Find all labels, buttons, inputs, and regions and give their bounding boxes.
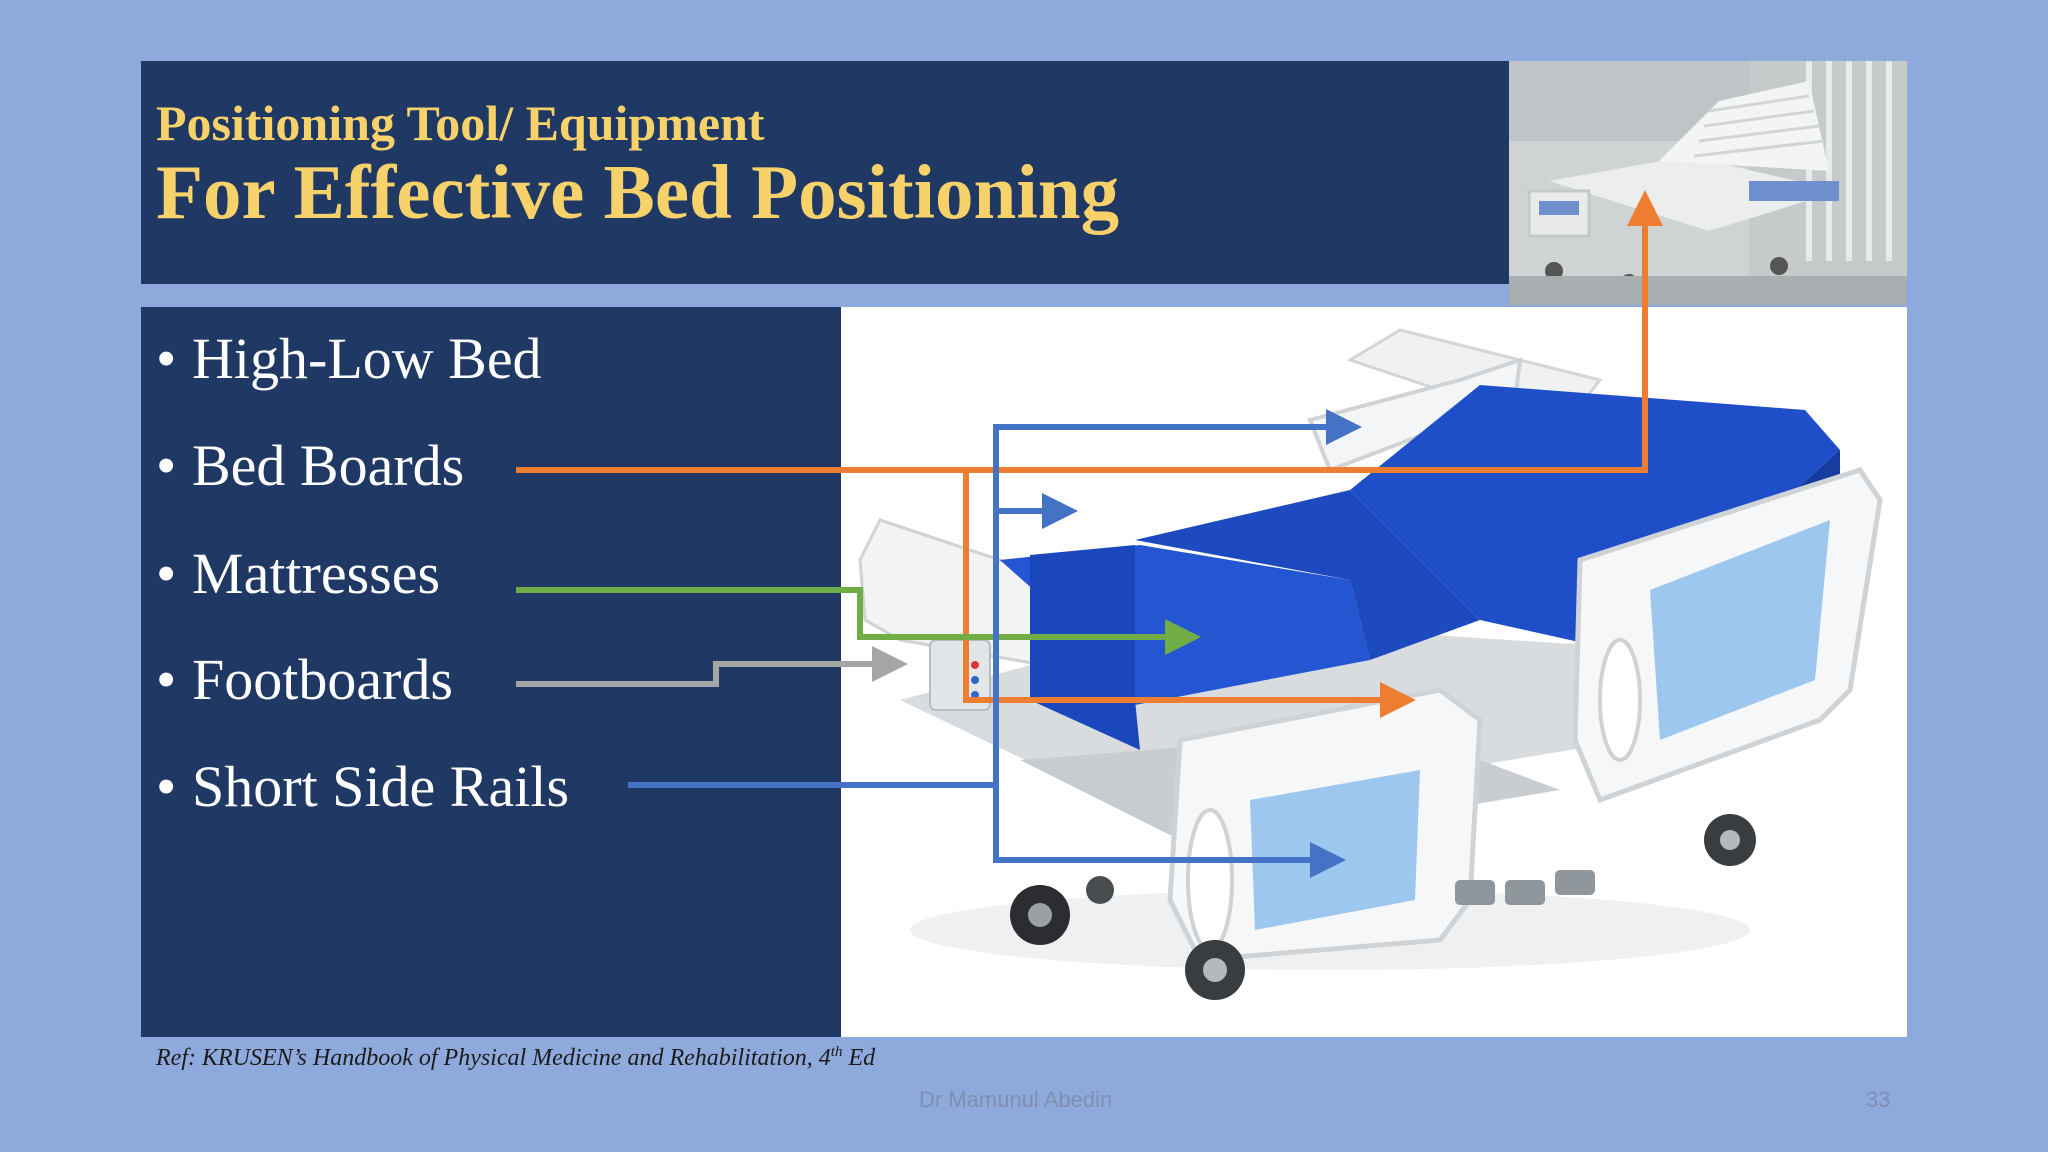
reference-text: Ref: KRUSEN’s Handbook of Physical Medic… — [156, 1045, 831, 1071]
bullet-symbol: • — [156, 326, 177, 391]
bullet-symbol: • — [156, 754, 177, 819]
list-item-short-side-rails: •Short Side Rails — [156, 758, 569, 816]
bullet-symbol: • — [156, 647, 177, 712]
list-item-mattresses: •Mattresses — [156, 545, 440, 603]
list-item-footboards: •Footboards — [156, 651, 453, 709]
page-number: 33 — [1866, 1087, 1891, 1112]
slide-title: For Effective Bed Positioning — [156, 149, 1120, 235]
list-item-high-low-bed: •High-Low Bed — [156, 330, 542, 388]
footer-author: Dr Mamunul Abedin — [919, 1087, 1113, 1112]
list-item-label: Bed Boards — [192, 433, 465, 498]
list-item-label: Footboards — [192, 647, 453, 712]
bullet-symbol: • — [156, 541, 177, 606]
list-item-label: High-Low Bed — [192, 326, 542, 391]
hospital-bed-image — [841, 307, 1907, 1037]
slide-subtitle: Positioning Tool/ Equipment — [156, 95, 765, 151]
reference-superscript: th — [830, 1044, 843, 1060]
list-item-label: Short Side Rails — [192, 754, 570, 819]
bullet-symbol: • — [156, 433, 177, 498]
list-item-bed-boards: •Bed Boards — [156, 437, 464, 495]
bed-thumbnail-image — [1509, 61, 1907, 305]
reference-citation: Ref: KRUSEN’s Handbook of Physical Medic… — [156, 1044, 875, 1072]
list-item-label: Mattresses — [192, 541, 441, 606]
reference-edition: Ed — [842, 1045, 876, 1071]
